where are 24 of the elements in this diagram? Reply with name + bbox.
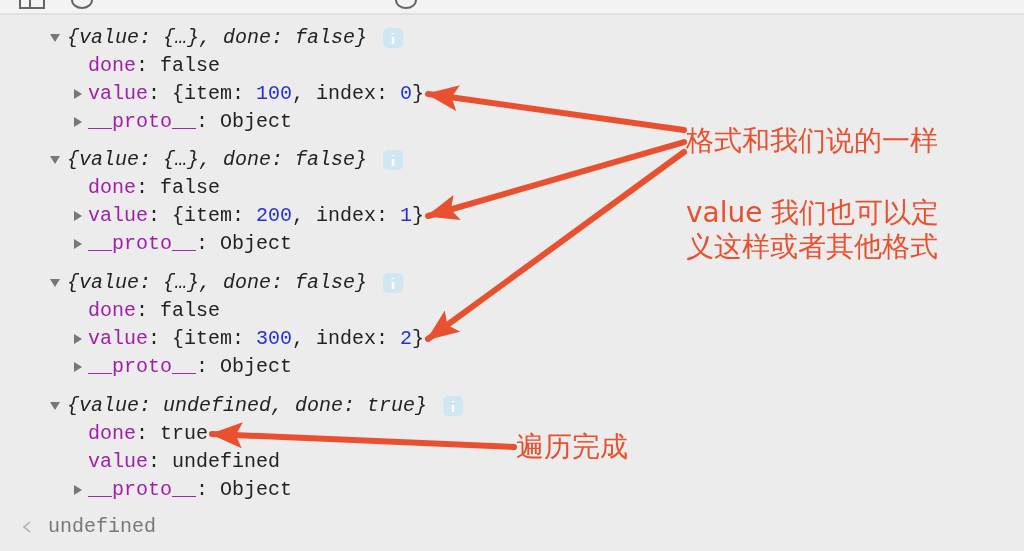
annotation-text: 遍历完成 — [516, 430, 656, 464]
arrow — [425, 139, 687, 221]
object-summary: {value: {…}, done: false} — [67, 147, 368, 173]
arrow — [425, 85, 687, 133]
object-property: done: false — [88, 175, 221, 201]
object-property: __proto__: Object — [88, 231, 293, 257]
object-property: __proto__: Object — [88, 477, 293, 503]
object-property: done: true — [88, 421, 209, 447]
object-summary: {value: {…}, done: false} — [67, 25, 368, 51]
annotation-text: 格式和我们说的一样 — [686, 124, 986, 158]
object-summary: {value: {…}, done: false} — [67, 270, 368, 296]
object-property: done: false — [88, 53, 221, 79]
object-property: value: {item: 300, index: 2} — [88, 326, 425, 352]
object-property: __proto__: Object — [88, 109, 293, 135]
arrow — [209, 422, 517, 450]
arrow — [425, 149, 687, 342]
object-property: value: {item: 200, index: 1} — [88, 203, 425, 229]
object-property: __proto__: Object — [88, 354, 293, 380]
return-value: undefined — [48, 514, 157, 540]
object-summary: {value: undefined, done: true} — [67, 393, 428, 419]
object-property: done: false — [88, 298, 221, 324]
object-property: value: {item: 100, index: 0} — [88, 81, 425, 107]
annotation-text: value 我们也可以定义这样或者其他格式 — [686, 196, 948, 264]
object-property: value: undefined — [88, 449, 281, 475]
